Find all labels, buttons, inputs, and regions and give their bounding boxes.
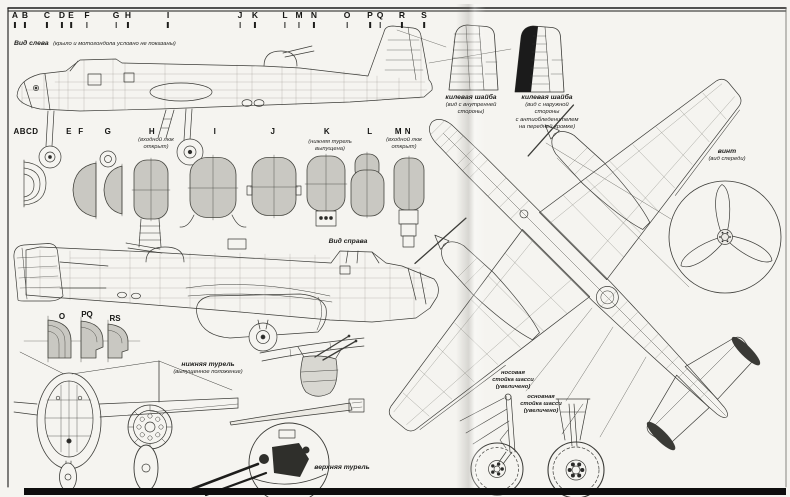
propeller-note: (вид спереди)	[708, 156, 746, 163]
fin-inner-title: килевая шайба	[445, 94, 497, 101]
station-letter: K	[323, 127, 331, 136]
propeller-front-view-drawing	[668, 180, 782, 294]
page-fold-shading	[456, 4, 486, 490]
fin-outer-note: (вид с наружной стороны с антиобледените…	[515, 102, 579, 130]
station-letter: B	[22, 11, 28, 28]
station-letter: H	[148, 127, 156, 136]
main-gear-label: основная стойка шасси (увеличено)	[520, 394, 562, 415]
station-letter: I	[213, 127, 217, 136]
station-letter: P	[367, 11, 373, 28]
station-letter: I	[167, 11, 169, 28]
station-letter: O	[58, 312, 66, 321]
station-letter: RS	[109, 314, 121, 323]
left-view-caption: Вид слева (крыло и мотогондола условно н…	[14, 32, 176, 50]
left-side-view-drawing	[16, 25, 433, 169]
main-gear-caption: основная стойка шасси (увеличено)	[520, 394, 562, 416]
plan-view-drawing	[388, 78, 761, 451]
propeller-caption: винт (вид спереди)	[708, 148, 745, 163]
fin-outer-caption: килевая шайба (вид с наружной стороны с …	[516, 94, 579, 131]
station-letter: M N	[394, 127, 412, 136]
left-view-note: (крыло и мотогондола условно не показаны…	[53, 41, 176, 47]
station-letter: O	[344, 11, 351, 28]
station-letter: N	[311, 11, 317, 28]
upper-turret-detail-drawing	[190, 422, 330, 497]
right-view-caption: Вид справа	[329, 238, 368, 246]
nose-gear-detail-drawing	[459, 393, 524, 496]
station-letter: Q	[377, 11, 384, 28]
station-letter: E	[66, 127, 72, 136]
station-letter: L	[282, 11, 287, 28]
station-letter: E	[68, 11, 74, 28]
station-letter: F	[84, 11, 89, 28]
station-letter: M	[295, 11, 302, 28]
lower-turret-note: (выпущенное положение)	[173, 369, 243, 376]
nose-gear-label: носовая стойка шасси (увеличено)	[492, 370, 534, 391]
station-letter: J	[270, 127, 276, 136]
fin-inner-note: (вид с внутренней стороны)	[445, 102, 497, 116]
lower-turret-note-k: (нижняя турель выпущена)	[308, 139, 352, 153]
station-letter: H	[125, 11, 131, 28]
bottom-edge-bar	[24, 488, 786, 495]
station-letter: G	[113, 11, 120, 28]
station-letter: J	[238, 11, 243, 28]
station-letter: C	[44, 11, 50, 28]
station-letter: F	[78, 127, 84, 136]
lower-turret-detail-drawing	[259, 334, 365, 397]
upper-turret-caption: верхняя турель	[314, 464, 369, 472]
station-letter: D	[59, 11, 65, 28]
station-letter: A	[12, 11, 18, 28]
fin-detail-inner-drawing	[448, 24, 499, 91]
right-side-view-drawing	[13, 238, 439, 352]
page-border	[7, 7, 787, 488]
fin-detail-outer-drawing	[514, 25, 565, 93]
propeller-title: винт	[717, 148, 737, 155]
lower-turret-title: нижняя турель	[181, 361, 235, 368]
leader-lines	[23, 29, 690, 438]
station-letter: S	[421, 11, 427, 28]
station-sections-row	[23, 151, 425, 248]
machine-gun-detail-drawing	[229, 398, 365, 426]
nose-gear-caption: носовая стойка шасси (увеличено)	[492, 370, 534, 392]
station-letter: G	[104, 127, 112, 136]
hatch-open-note-h: (входной люк открыт)	[138, 137, 174, 151]
station-letter: ABCD	[13, 127, 39, 136]
station-letter: R	[399, 11, 405, 28]
bottom-sections-row	[47, 315, 129, 363]
station-letter: PQ	[81, 310, 93, 319]
right-view-title: Вид справа	[328, 238, 368, 245]
station-letter: L	[367, 127, 373, 136]
fin-inner-caption: килевая шайба (вид с внутренней стороны)	[445, 94, 496, 117]
fin-outer-title: килевая шайба	[521, 94, 573, 101]
station-letter: K	[252, 11, 258, 28]
upper-turret-title: верхняя турель	[314, 464, 370, 471]
lower-turret-caption: нижняя турель (выпущенное положение)	[173, 361, 242, 376]
left-view-title: Вид слева	[14, 40, 49, 47]
hatch-open-note-mn: (входной люк открыт)	[386, 137, 422, 151]
main-gear-detail-drawing	[547, 398, 605, 497]
